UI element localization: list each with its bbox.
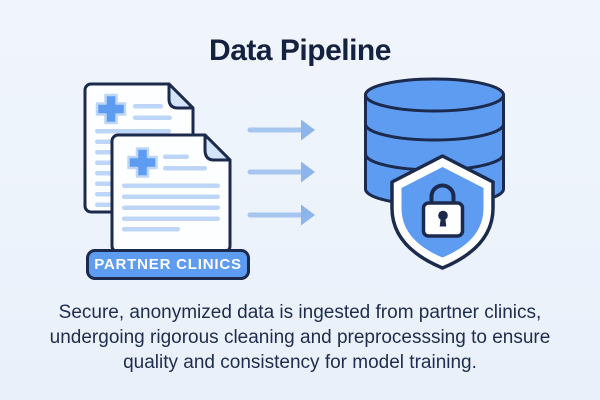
right-arrow-icon	[247, 204, 315, 226]
partner-clinics-badge-label: PARTNER CLINICS	[94, 256, 242, 273]
medical-documents-icon	[83, 82, 232, 254]
back-document-fold-icon	[167, 82, 195, 110]
database-top-ellipse	[364, 77, 505, 113]
padlock-icon	[421, 183, 465, 238]
keyhole-stem	[439, 218, 447, 227]
front-document-text-lines	[122, 154, 220, 232]
description-line: undergoing rigorous cleaning and preproc…	[49, 327, 551, 348]
medical-cross-icon	[127, 147, 158, 178]
right-arrow-icon	[247, 119, 315, 141]
front-document	[110, 133, 232, 254]
right-arrow-icon	[247, 161, 315, 183]
description-text: Secure, anonymized data is ingested from…	[0, 300, 600, 375]
front-document-fold-icon	[203, 133, 232, 162]
description-line: Secure, anonymized data is ingested from…	[58, 302, 542, 323]
database-band-line	[364, 123, 505, 142]
padlock-shackle	[429, 183, 456, 205]
keyhole-icon	[438, 210, 448, 221]
partner-clinics-badge: PARTNER CLINICS	[86, 249, 250, 280]
description-line: quality and consistency for model traini…	[123, 352, 477, 373]
medical-cross-icon	[95, 93, 127, 125]
page-title: Data Pipeline	[209, 34, 391, 67]
shield-padlock-icon	[390, 154, 495, 270]
flow-arrows	[247, 119, 315, 226]
